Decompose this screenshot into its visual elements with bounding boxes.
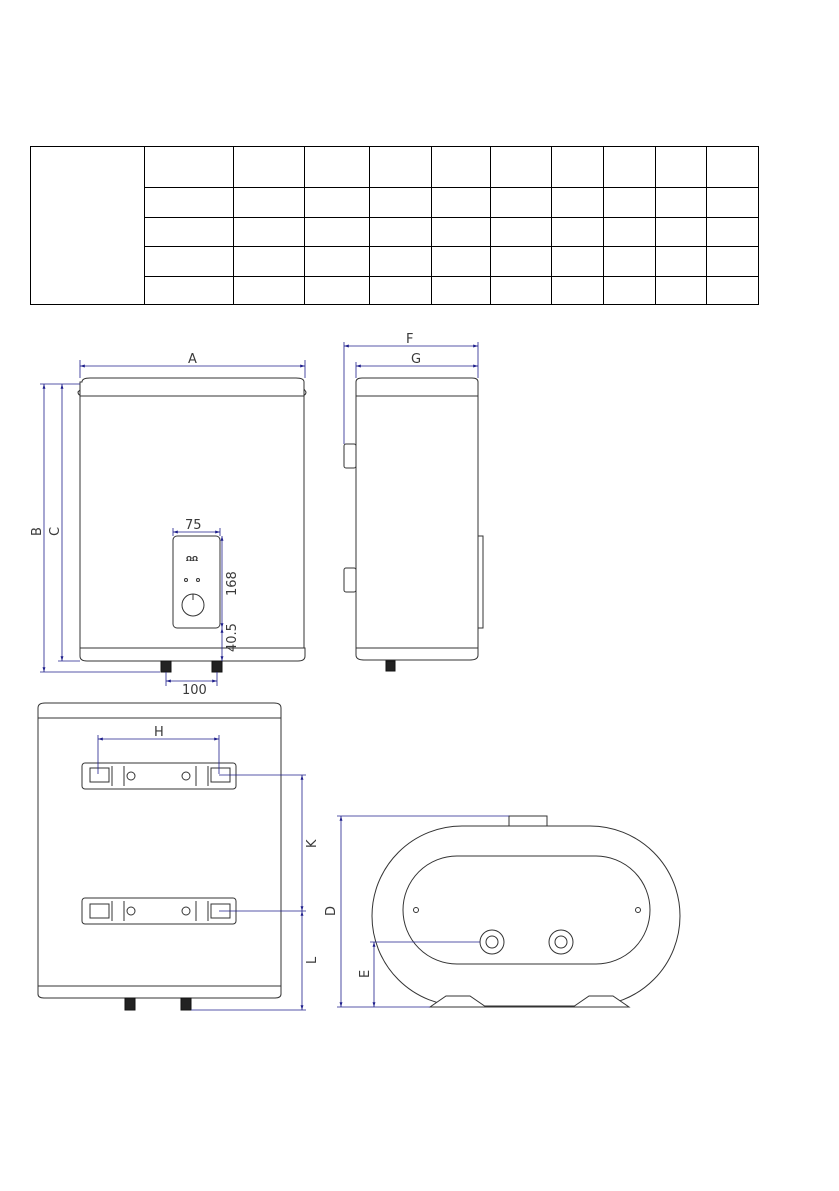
dimension-e-label: E — [358, 970, 373, 978]
pipe-spacing-label: 100 — [182, 683, 207, 698]
table-row — [30, 146, 759, 305]
table-cell — [551, 276, 604, 305]
table-cell — [233, 276, 305, 305]
inner-oval — [402, 855, 651, 965]
indicator-light — [184, 578, 188, 582]
table-cell — [655, 276, 707, 305]
table-cell — [551, 217, 604, 247]
table-cell — [30, 146, 145, 305]
rear-view: H K L — [37, 702, 320, 1011]
spec-table — [30, 146, 759, 305]
outlet-pipe — [211, 660, 223, 673]
table-cell — [490, 246, 552, 277]
table-cell — [304, 187, 370, 218]
table-row — [31, 217, 759, 247]
table-cell — [603, 276, 656, 305]
table-cell — [431, 146, 491, 188]
table-cell — [144, 187, 234, 218]
table-cell — [706, 146, 759, 188]
table-cell — [603, 187, 656, 218]
dimension-f-label: F — [406, 332, 413, 347]
table-cell — [233, 146, 305, 188]
table-cell — [706, 276, 759, 305]
table-cell — [233, 187, 305, 218]
panel-brand-label: ΩΩ — [186, 555, 198, 563]
table-cell — [603, 146, 656, 188]
side-pipe — [385, 660, 396, 672]
table-cell — [431, 187, 491, 218]
side-panel-protrusion — [477, 535, 484, 629]
panel-offset-label: 40.5 — [225, 623, 240, 652]
bottom-view: D E — [324, 815, 681, 1008]
panel-height-label: 168 — [225, 571, 240, 596]
inlet-pipe — [160, 660, 172, 673]
table-cell — [490, 146, 552, 188]
table-cell — [144, 246, 234, 277]
table-cell — [603, 217, 656, 247]
wall-bracket-lower — [343, 567, 357, 593]
table-cell — [369, 276, 432, 305]
mounting-bracket-lower — [81, 897, 237, 925]
tank-body-side — [355, 391, 479, 661]
wall-bracket-upper — [343, 443, 357, 469]
front-view: ΩΩ A B C 75 168 40.5 — [30, 352, 307, 698]
outlet-connection — [548, 929, 574, 955]
dimension-c-label: C — [48, 527, 63, 536]
dimension-g-label: G — [411, 352, 421, 367]
dimension-a-label: A — [188, 352, 197, 367]
table-row — [31, 246, 759, 277]
dimension-b-label: B — [30, 527, 45, 536]
indicator-light — [196, 578, 200, 582]
dimension-h-label: H — [154, 725, 164, 740]
rear-pipe-right — [180, 997, 192, 1011]
mounting-bracket-upper — [81, 762, 237, 790]
side-view: F G — [343, 332, 484, 672]
tank-outline-oval — [371, 825, 681, 1007]
table-cell — [490, 276, 552, 305]
dimension-k-label: K — [305, 839, 320, 848]
table-cell — [551, 146, 604, 188]
table-cell — [144, 276, 234, 305]
dimension-l-label: L — [305, 956, 320, 964]
rear-pipe-left — [124, 997, 136, 1011]
table-cell — [431, 276, 491, 305]
dimension-d-label: D — [324, 906, 339, 916]
tank-body-rear — [37, 717, 282, 999]
inlet-connection — [479, 929, 505, 955]
table-cell — [304, 276, 370, 305]
table-row — [31, 276, 759, 305]
tank-bottom-cap — [79, 647, 306, 662]
panel-width-label: 75 — [185, 518, 202, 533]
